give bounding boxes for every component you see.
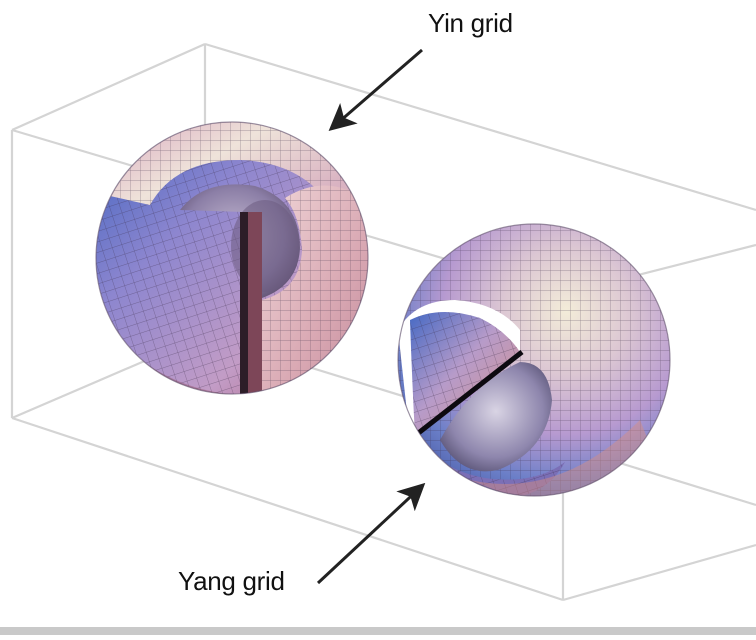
- yang-pointer-arrow: [316, 482, 426, 585]
- yang-grid-label: Yang grid: [178, 566, 285, 596]
- bottom-divider: [0, 627, 756, 635]
- yin-pointer-arrow: [328, 48, 423, 131]
- yin-grid-label: Yin grid: [428, 8, 513, 38]
- yang-grid-shell: [397, 223, 671, 497]
- yin-grid-shell: [95, 121, 369, 395]
